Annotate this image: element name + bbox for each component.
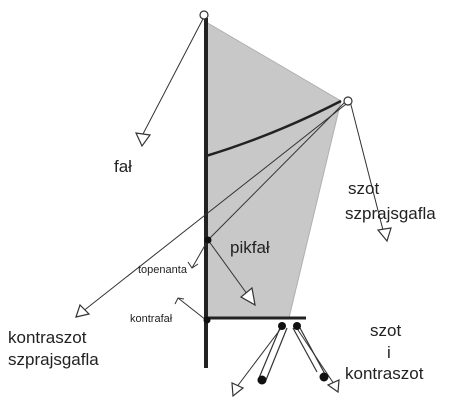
arrow-szot-left-icon [231, 382, 245, 398]
block-left-bottom [257, 375, 267, 385]
mast-dot-upper [204, 236, 212, 244]
label-szot-i-kontraszot-line3: kontraszot [345, 364, 424, 383]
label-szot-szprajsgafla-line1: szot [348, 179, 379, 198]
label-kontrafal: kontrafał [130, 313, 173, 325]
sprit-rope [207, 101, 346, 241]
label-kontraszot-line1: kontraszot [8, 328, 87, 347]
sprit-end-pulley [343, 96, 353, 106]
arrow-kontrafal-icon [174, 297, 185, 305]
arrow-fal-icon [134, 132, 152, 148]
kontraszot-szprajsgafla-rope [81, 100, 351, 313]
label-szot-i-kontraszot-line1: szot [370, 321, 401, 340]
szot-szprajsgafla-rope [349, 100, 385, 235]
label-fal: fał [114, 157, 132, 176]
ropes [81, 14, 385, 389]
arrow-pikfal-icon [239, 286, 256, 307]
block-right-bottom [319, 372, 329, 382]
topenanta-rope [191, 239, 209, 269]
block-left-top [278, 322, 286, 330]
mast-top-pulley [199, 10, 209, 20]
label-kontraszot-line2: szprajsgafla [8, 350, 99, 369]
label-szot-szprajsgafla-line2: szprajsgafla [345, 204, 436, 223]
mast-dot-lower [203, 316, 211, 324]
arrow-szot-szprajsgafla-icon [376, 227, 392, 243]
arrow-topenanta-icon [187, 261, 199, 269]
szot-rope-1 [235, 326, 283, 389]
fal-rope [142, 14, 206, 135]
arrow-szot-right-icon [326, 379, 340, 394]
label-szot-i-kontraszot-line2: i [387, 343, 391, 362]
kontrafal-rope [177, 297, 207, 321]
pikfal-rope [207, 239, 251, 299]
arrow-kontraszot-icon [75, 303, 91, 318]
sail [205, 21, 342, 319]
sprit-spar [205, 99, 342, 158]
szot-tackle [258, 327, 327, 381]
label-pikfal: pikfał [230, 238, 270, 257]
block-right-top [293, 322, 301, 330]
label-topenanta: topenanta [138, 264, 188, 276]
